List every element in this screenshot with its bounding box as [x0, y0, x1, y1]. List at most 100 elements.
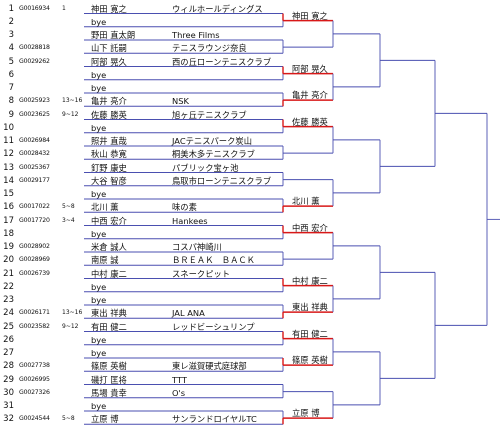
- player-name: 南原 誠: [91, 255, 119, 266]
- player-name: 中村 康二: [91, 268, 127, 279]
- player-id: G0028432: [19, 150, 50, 158]
- entry-number: 18: [3, 228, 14, 239]
- player-name: bye: [91, 69, 107, 80]
- entry-number: 5: [8, 56, 14, 67]
- club-name: 味の素: [172, 202, 197, 213]
- player-name: bye: [91, 122, 107, 133]
- player-id: G0029177: [19, 176, 50, 184]
- seed-label: 9~12: [62, 110, 79, 118]
- player-id: G0026984: [19, 137, 50, 144]
- entry-number: 28: [3, 361, 14, 372]
- player-name: bye: [91, 189, 107, 199]
- player-name: 野田 直太朗: [91, 30, 136, 40]
- player-name: 磯打 匡将: [91, 374, 127, 385]
- player-id: G0026739: [19, 269, 50, 277]
- seed-label: 13~16: [62, 309, 83, 317]
- entry-number: 20: [3, 255, 14, 266]
- player-id: G0026995: [19, 375, 50, 383]
- entry-number: 14: [3, 175, 14, 186]
- player-name: bye: [91, 228, 107, 239]
- player-name: 大谷 智彦: [91, 175, 127, 186]
- club-name: ウィルホールディングス: [172, 3, 263, 14]
- player-name: 阿部 晃久: [91, 56, 127, 67]
- seed-label: 13~16: [62, 97, 83, 105]
- player-id: G0024544: [19, 415, 50, 423]
- player-name: bye: [91, 348, 107, 358]
- club-name: JAL ANA: [172, 308, 205, 319]
- club-name: NSK: [172, 96, 189, 107]
- player-id: G0023582: [19, 322, 50, 330]
- player-name: 立原 博: [91, 414, 119, 425]
- entry-number: 16: [3, 202, 14, 213]
- player-name: bye: [91, 83, 107, 93]
- player-name: bye: [91, 334, 107, 345]
- player-name: 有田 健二: [91, 321, 127, 332]
- round1-winner-name: 神田 寛之: [292, 10, 328, 21]
- round1-winner-name: 中西 宏介: [292, 222, 328, 233]
- player-name: bye: [91, 16, 107, 27]
- round1-winner-name: 北川 薫: [292, 196, 320, 207]
- club-name: サンランドロイヤルTC: [172, 414, 257, 425]
- entry-number: 4: [8, 43, 14, 54]
- round1-winner-name: 立原 博: [292, 408, 320, 419]
- seed-label: 5~8: [62, 203, 75, 211]
- round1-winner-name: 佐藤 勝英: [292, 116, 328, 127]
- player-id: G0016934: [19, 4, 50, 12]
- club-name: JACテニスパーク炭山: [172, 136, 252, 146]
- round1-winner-name: 東出 祥典: [292, 302, 328, 313]
- player-name: 佐藤 勝英: [91, 109, 127, 120]
- player-name: 照井 直哉: [91, 136, 127, 146]
- player-id: G0028969: [19, 256, 50, 264]
- round1-winner-name: 中村 康二: [292, 275, 328, 286]
- entry-number: 11: [3, 136, 14, 146]
- player-name: bye: [91, 281, 107, 292]
- entry-number: 23: [3, 295, 14, 305]
- club-name: スネークピット: [172, 268, 231, 279]
- player-id: G0028902: [19, 243, 50, 250]
- club-name: 鳥取市ローンテニスクラブ: [172, 175, 272, 186]
- club-name: 西の丘ローンテニスクラブ: [172, 56, 272, 67]
- player-id: G0017022: [19, 203, 50, 211]
- club-name: Three Films: [172, 30, 220, 40]
- player-name: 北川 薫: [91, 202, 119, 213]
- entry-number: 30: [3, 387, 14, 398]
- club-name: コスパ神崎川: [172, 242, 222, 252]
- player-id: G0028818: [19, 44, 50, 52]
- player-name: 釘野 康史: [91, 162, 127, 173]
- entry-number: 8: [8, 96, 14, 107]
- entry-number: 6: [8, 69, 14, 80]
- player-id: G0027738: [19, 362, 50, 370]
- player-name: bye: [91, 295, 107, 305]
- round1-winner-name: 篠原 英樹: [292, 355, 328, 366]
- player-name: 秋山 恭寛: [91, 149, 127, 160]
- entry-number: 3: [8, 30, 14, 40]
- club-name: TTT: [172, 374, 187, 385]
- entry-number: 10: [3, 122, 14, 133]
- club-name: 旭ヶ丘テニスクラブ: [172, 109, 247, 120]
- player-id: G0023625: [19, 110, 50, 118]
- player-id: G0017720: [19, 216, 50, 224]
- entry-number: 26: [3, 334, 14, 345]
- player-id: G0029262: [19, 57, 50, 65]
- entry-number: 2: [8, 16, 14, 27]
- club-name: O's: [172, 387, 186, 398]
- entry-number: 9: [8, 109, 14, 120]
- entry-number: 31: [3, 401, 14, 411]
- entry-number: 22: [3, 281, 14, 292]
- club-name: Hankees: [172, 215, 208, 226]
- player-id: G0025923: [19, 97, 50, 105]
- seed-label: 1: [62, 4, 66, 12]
- round1-winner-name: 亀井 亮介: [292, 90, 328, 101]
- entry-number: 19: [3, 242, 14, 252]
- entry-number: 29: [3, 374, 14, 385]
- player-id: G0025367: [19, 163, 50, 171]
- player-name: bye: [91, 401, 107, 411]
- club-name: ＢＲＥＡＫ ＢＡＣＫ: [172, 255, 255, 266]
- entry-number: 25: [3, 321, 14, 332]
- entry-number: 24: [3, 308, 14, 319]
- entry-number: 32: [3, 414, 14, 425]
- player-id: G0026171: [19, 309, 50, 317]
- player-name: 篠原 英樹: [91, 361, 127, 372]
